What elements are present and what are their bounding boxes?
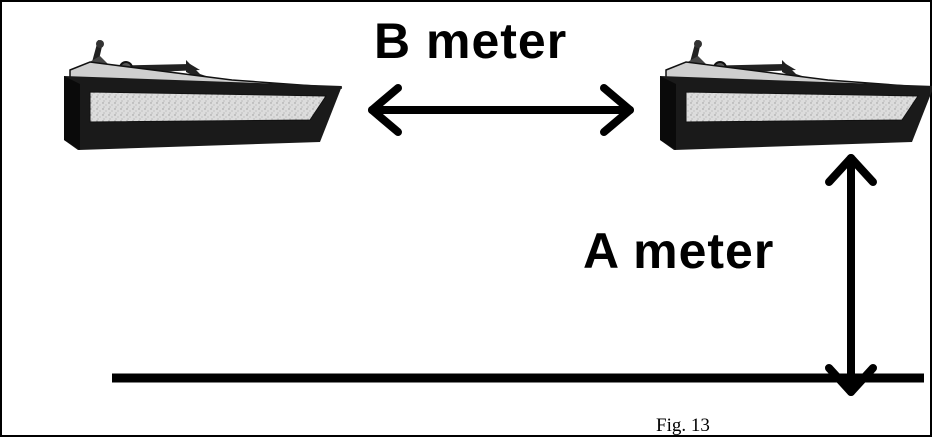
double-arrow-vertical-icon	[825, 154, 877, 396]
vertical-distance-label: A meter	[583, 223, 775, 279]
figure-caption: Fig. 13	[656, 415, 710, 436]
light-fixture-left	[64, 40, 343, 150]
double-arrow-horizontal-icon	[368, 84, 634, 136]
horizontal-distance-label: B meter	[374, 13, 568, 69]
light-fixture-icon	[64, 40, 343, 150]
light-fixture-icon	[660, 40, 932, 150]
light-fixture-right	[660, 40, 932, 150]
